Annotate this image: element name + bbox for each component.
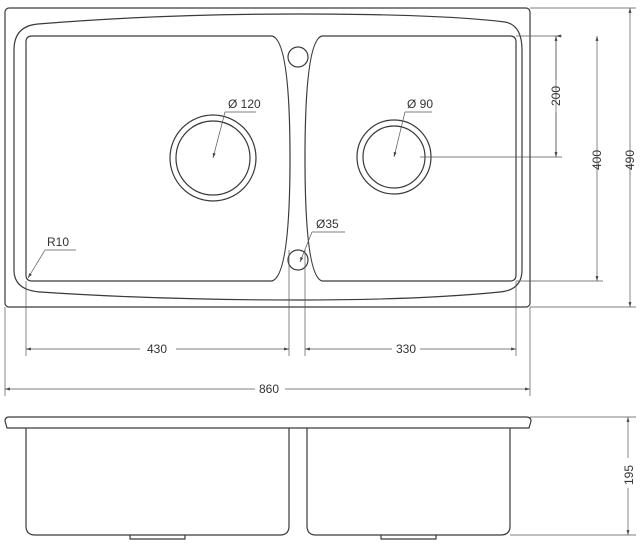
label-overflow: Ø35: [316, 217, 339, 231]
dim-total-length: 490: [623, 150, 637, 170]
side-left-drain: [129, 535, 186, 540]
dim-drain-offset: 200: [549, 86, 563, 106]
faucet-hole: [287, 46, 309, 68]
left-basin: [25, 35, 291, 282]
right-basin: [304, 35, 517, 282]
left-drain-inner: [175, 120, 251, 196]
dim-left-basin-width: 430: [147, 342, 167, 356]
dim-basin-length: 400: [590, 150, 604, 170]
label-corner-radius: R10: [47, 235, 69, 249]
overflow-hole: [287, 249, 309, 271]
outer-outline: [4, 7, 531, 308]
dim-height: 195: [622, 465, 636, 485]
side-rim: [4, 416, 532, 429]
side-left-basin: [25, 428, 290, 536]
side-view: [4, 416, 532, 540]
label-drain-right: Ø 90: [407, 97, 433, 111]
dim-right-basin-width: 330: [396, 342, 416, 356]
side-right-drain: [380, 535, 437, 540]
rim-outline: [13, 13, 523, 301]
top-view: Ø 120 Ø 90 Ø35 R10: [4, 7, 531, 308]
label-drain-left: Ø 120: [228, 97, 261, 111]
left-drain-outer: [169, 114, 257, 202]
dim-total-width: 860: [259, 382, 279, 396]
side-right-basin: [306, 428, 511, 536]
